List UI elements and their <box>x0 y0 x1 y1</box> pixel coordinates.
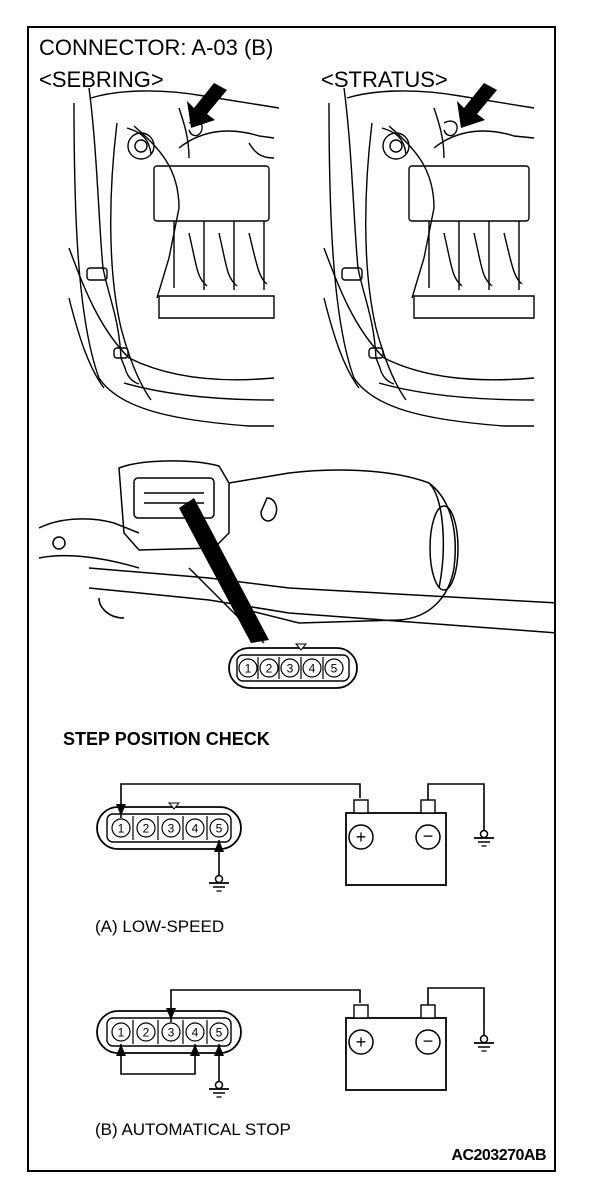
circuit-a-pin-1: 1 <box>118 822 125 836</box>
connector-pin-4: 4 <box>309 662 316 676</box>
stratus-engine-bay-illustration <box>323 87 535 427</box>
circuit-a-pin-2: 2 <box>143 822 150 836</box>
wiper-motor-illustration <box>38 460 554 644</box>
circuit-b-automatical-stop: 1 2 3 4 5 + − <box>96 987 495 1098</box>
circuit-a-battery-negative: − <box>423 826 434 846</box>
stratus-location-arrow <box>457 83 497 128</box>
circuit-a-battery-positive: + <box>356 827 367 847</box>
circuit-a-pin-4: 4 <box>192 822 199 836</box>
circuit-a-pin-3: 3 <box>168 822 175 836</box>
sebring-engine-bay-illustration <box>68 87 280 427</box>
circuit-b-pin-3: 3 <box>168 1026 175 1040</box>
diagram-frame: CONNECTOR: A-03 (B) <SEBRING> <STRATUS> <box>27 26 556 1172</box>
connector-pin-5: 5 <box>331 662 338 676</box>
circuit-a-low-speed: 1 2 3 4 5 + − <box>96 783 495 892</box>
circuit-b-pin-2: 2 <box>143 1026 150 1040</box>
automatical-stop-caption: (B) AUTOMATICAL STOP <box>95 1120 291 1139</box>
circuit-b-battery-positive: + <box>356 1032 367 1052</box>
figure-code: AC203270AB <box>451 1147 546 1164</box>
circuit-b-battery-negative: − <box>423 1031 434 1051</box>
circuit-b-pin-4: 4 <box>192 1026 199 1040</box>
connector-face-detail: 1 2 3 4 5 <box>228 643 358 689</box>
connector-title: CONNECTOR: A-03 (B) <box>39 35 274 60</box>
circuit-a-pin-5: 5 <box>216 822 223 836</box>
step-position-check-title: STEP POSITION CHECK <box>63 729 270 749</box>
connector-pin-2: 2 <box>266 662 273 676</box>
connector-pin-3: 3 <box>287 662 294 676</box>
circuit-b-pin-1: 1 <box>118 1026 125 1040</box>
sebring-label: <SEBRING> <box>39 67 164 92</box>
connector-callout-wedge <box>179 498 269 643</box>
stratus-label: <STRATUS> <box>321 67 448 92</box>
diagram-drawing: 1 2 3 4 5 1 2 3 4 5 <box>38 83 554 1098</box>
connector-pin-1: 1 <box>245 662 252 676</box>
sebring-location-arrow <box>187 83 227 128</box>
circuit-b-pin-5: 5 <box>216 1026 223 1040</box>
low-speed-caption: (A) LOW-SPEED <box>95 917 225 936</box>
